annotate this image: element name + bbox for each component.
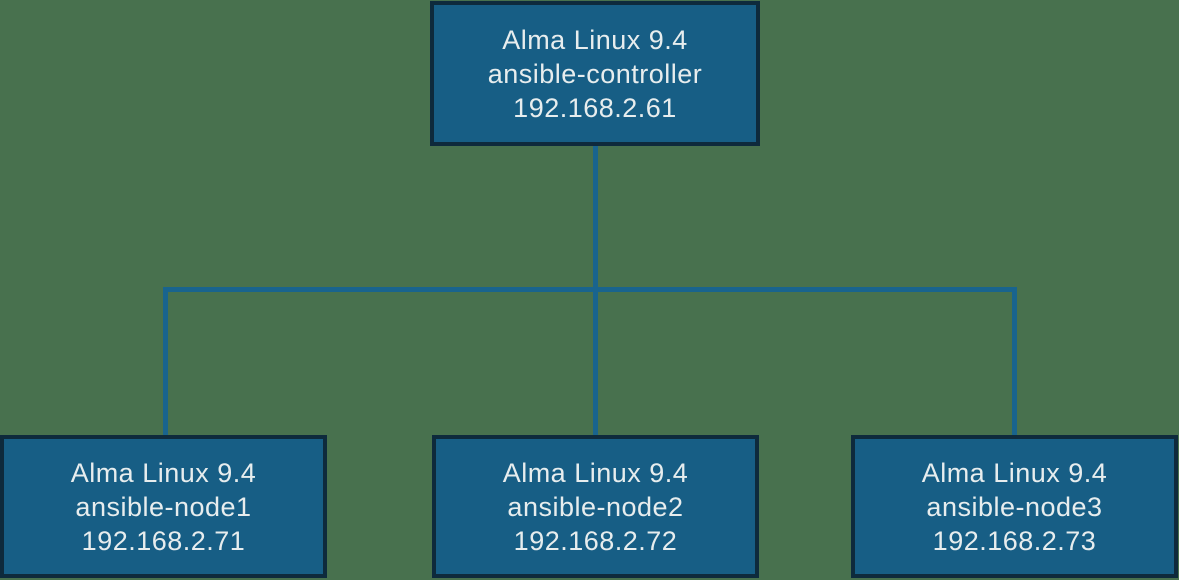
node-hostname-label: ansible-node2 <box>507 491 684 522</box>
node-hostname-label: ansible-controller <box>487 58 703 89</box>
node-hostname-label: ansible-node1 <box>75 491 252 522</box>
node-hostname-label: ansible-node3 <box>926 491 1103 522</box>
node-box-node1: Alma Linux 9.4 ansible-node1 192.168.2.7… <box>0 435 327 578</box>
node-os-label: Alma Linux 9.4 <box>70 457 257 488</box>
node-ip-label: 192.168.2.72 <box>513 525 678 556</box>
node-os-label: Alma Linux 9.4 <box>502 24 688 55</box>
connector-horizontal-bus <box>163 287 1017 292</box>
node-ip-label: 192.168.2.61 <box>513 92 677 123</box>
node-os-label: Alma Linux 9.4 <box>921 457 1108 488</box>
connector-bus-to-node1 <box>163 287 168 437</box>
node-os-label: Alma Linux 9.4 <box>502 457 689 488</box>
node-box-controller: Alma Linux 9.4 ansible-controller 192.16… <box>430 1 760 146</box>
node-box-node3: Alma Linux 9.4 ansible-node3 192.168.2.7… <box>851 435 1178 578</box>
node-box-node2: Alma Linux 9.4 ansible-node2 192.168.2.7… <box>432 435 759 578</box>
connector-bus-to-node3 <box>1012 287 1017 437</box>
node-ip-label: 192.168.2.71 <box>81 525 246 556</box>
node-ip-label: 192.168.2.73 <box>932 525 1097 556</box>
